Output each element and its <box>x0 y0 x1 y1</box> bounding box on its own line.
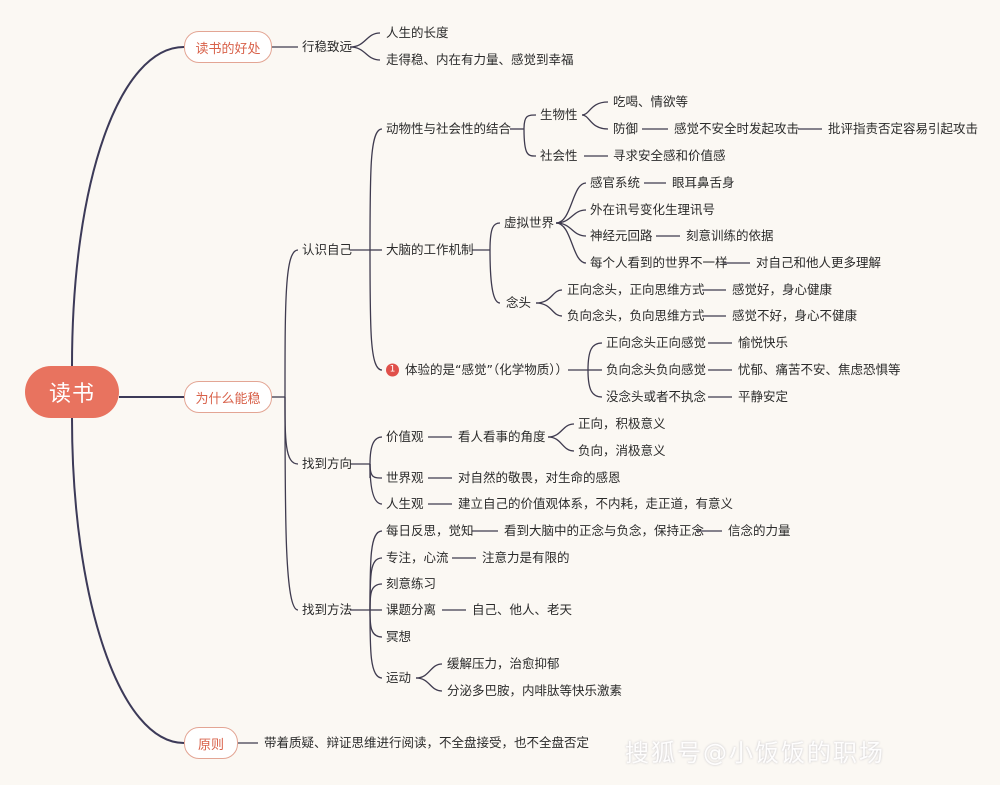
node-daily-reflection[interactable]: 每日反思，觉知 <box>386 523 474 538</box>
node-why-stable[interactable]: 为什么能稳 <box>184 381 272 413</box>
node-principle-text[interactable]: 带着质疑、辩证思维进行阅读，不全盘接受，也不全盘否定 <box>264 735 590 750</box>
node-worldview[interactable]: 世界观 <box>386 470 424 485</box>
node-understand-more[interactable]: 对自己和他人更多理解 <box>756 255 882 270</box>
node-no-attachment[interactable]: 没念头或者不执念 <box>606 389 707 404</box>
node-positive-meaning[interactable]: 正向，积极意义 <box>578 416 666 431</box>
node-task-separation[interactable]: 课题分离 <box>386 602 437 617</box>
node-thought[interactable]: 念头 <box>506 295 532 310</box>
node-feel-bad[interactable]: 感觉不好，身心不健康 <box>732 308 858 323</box>
node-negative-thought[interactable]: 负向念头，负向思维方式 <box>567 308 705 323</box>
node-walk-steady[interactable]: 走得稳、内在有力量、感觉到幸福 <box>386 52 574 67</box>
node-positive-thought[interactable]: 正向念头，正向思维方式 <box>567 282 705 297</box>
node-neg-neg[interactable]: 负向念头负向感觉 <box>606 362 707 377</box>
node-biological[interactable]: 生物性 <box>540 107 578 122</box>
node-neural-circuit[interactable]: 神经元回路 <box>590 228 653 243</box>
node-attention-limited[interactable]: 注意力是有限的 <box>482 550 570 565</box>
node-reading-benefits[interactable]: 读书的好处 <box>184 31 272 63</box>
node-see-mindfulness[interactable]: 看到大脑中的正念与负念，保持正念 <box>504 523 705 538</box>
node-exercise[interactable]: 运动 <box>386 670 412 685</box>
node-experience-feeling[interactable]: 体验的是“感觉”（化学物质）） <box>405 362 568 377</box>
node-self-others-heaven[interactable]: 自己、他人、老天 <box>472 602 573 617</box>
node-five-senses[interactable]: 眼耳鼻舌身 <box>672 175 735 190</box>
node-world-different[interactable]: 每个人看到的世界不一样 <box>590 255 728 270</box>
node-deliberate-practice[interactable]: 刻意练习 <box>386 576 437 591</box>
node-pos-pos[interactable]: 正向念头正向感觉 <box>606 335 707 350</box>
node-brain-mechanism[interactable]: 大脑的工作机制 <box>386 242 474 257</box>
node-focus-flow[interactable]: 专注，心流 <box>386 550 449 565</box>
node-animal-social[interactable]: 动物性与社会性的结合 <box>386 121 512 136</box>
node-steady-far[interactable]: 行稳致远 <box>302 39 353 54</box>
node-joy[interactable]: 愉悦快乐 <box>738 335 789 350</box>
node-criticism[interactable]: 批评指责否定容易引起攻击 <box>828 121 979 136</box>
node-virtual-world[interactable]: 虚拟世界 <box>504 215 555 230</box>
node-relieve-stress[interactable]: 缓解压力，治愈抑郁 <box>447 656 560 671</box>
node-social[interactable]: 社会性 <box>540 148 578 163</box>
watermark: 搜狐号@小饭饭的职场 <box>625 739 885 767</box>
priority-badge: 1 <box>386 363 399 377</box>
node-life-view[interactable]: 人生观 <box>386 496 424 511</box>
node-find-method[interactable]: 找到方法 <box>302 602 353 617</box>
node-find-direction[interactable]: 找到方向 <box>302 456 353 471</box>
node-belief-power[interactable]: 信念的力量 <box>728 523 791 538</box>
node-life-length[interactable]: 人生的长度 <box>386 25 449 40</box>
node-principle[interactable]: 原则 <box>184 727 238 759</box>
node-calm[interactable]: 平静安定 <box>738 389 789 404</box>
node-seek-security[interactable]: 寻求安全感和价值感 <box>613 148 726 163</box>
node-feel-good[interactable]: 感觉好，身心健康 <box>732 282 833 297</box>
node-build-values[interactable]: 建立自己的价值观体系，不内耗，走正道，有意义 <box>458 496 734 511</box>
node-perspective[interactable]: 看人看事的角度 <box>458 429 546 444</box>
root-node[interactable]: 读书 <box>25 366 119 418</box>
node-reverence[interactable]: 对自然的敬畏，对生命的感恩 <box>458 470 621 485</box>
node-values[interactable]: 价值观 <box>386 429 424 444</box>
node-defense[interactable]: 防御 <box>613 121 639 136</box>
node-dopamine[interactable]: 分泌多巴胺，内啡肽等快乐激素 <box>447 683 623 698</box>
node-eat-desire[interactable]: 吃喝、情欲等 <box>613 94 689 109</box>
node-defense-attack[interactable]: 感觉不安全时发起攻击 <box>674 121 800 136</box>
node-negative-meaning[interactable]: 负向，消极意义 <box>578 443 666 458</box>
node-meditation[interactable]: 冥想 <box>386 629 412 644</box>
node-know-self[interactable]: 认识自己 <box>302 242 353 257</box>
node-deliberate-basis[interactable]: 刻意训练的依据 <box>686 228 774 243</box>
node-anxiety[interactable]: 忧郁、痛苦不安、焦虑恐惧等 <box>738 362 901 377</box>
node-signal-change[interactable]: 外在讯号变化生理讯号 <box>590 202 716 217</box>
node-sensory-system[interactable]: 感官系统 <box>590 175 641 190</box>
